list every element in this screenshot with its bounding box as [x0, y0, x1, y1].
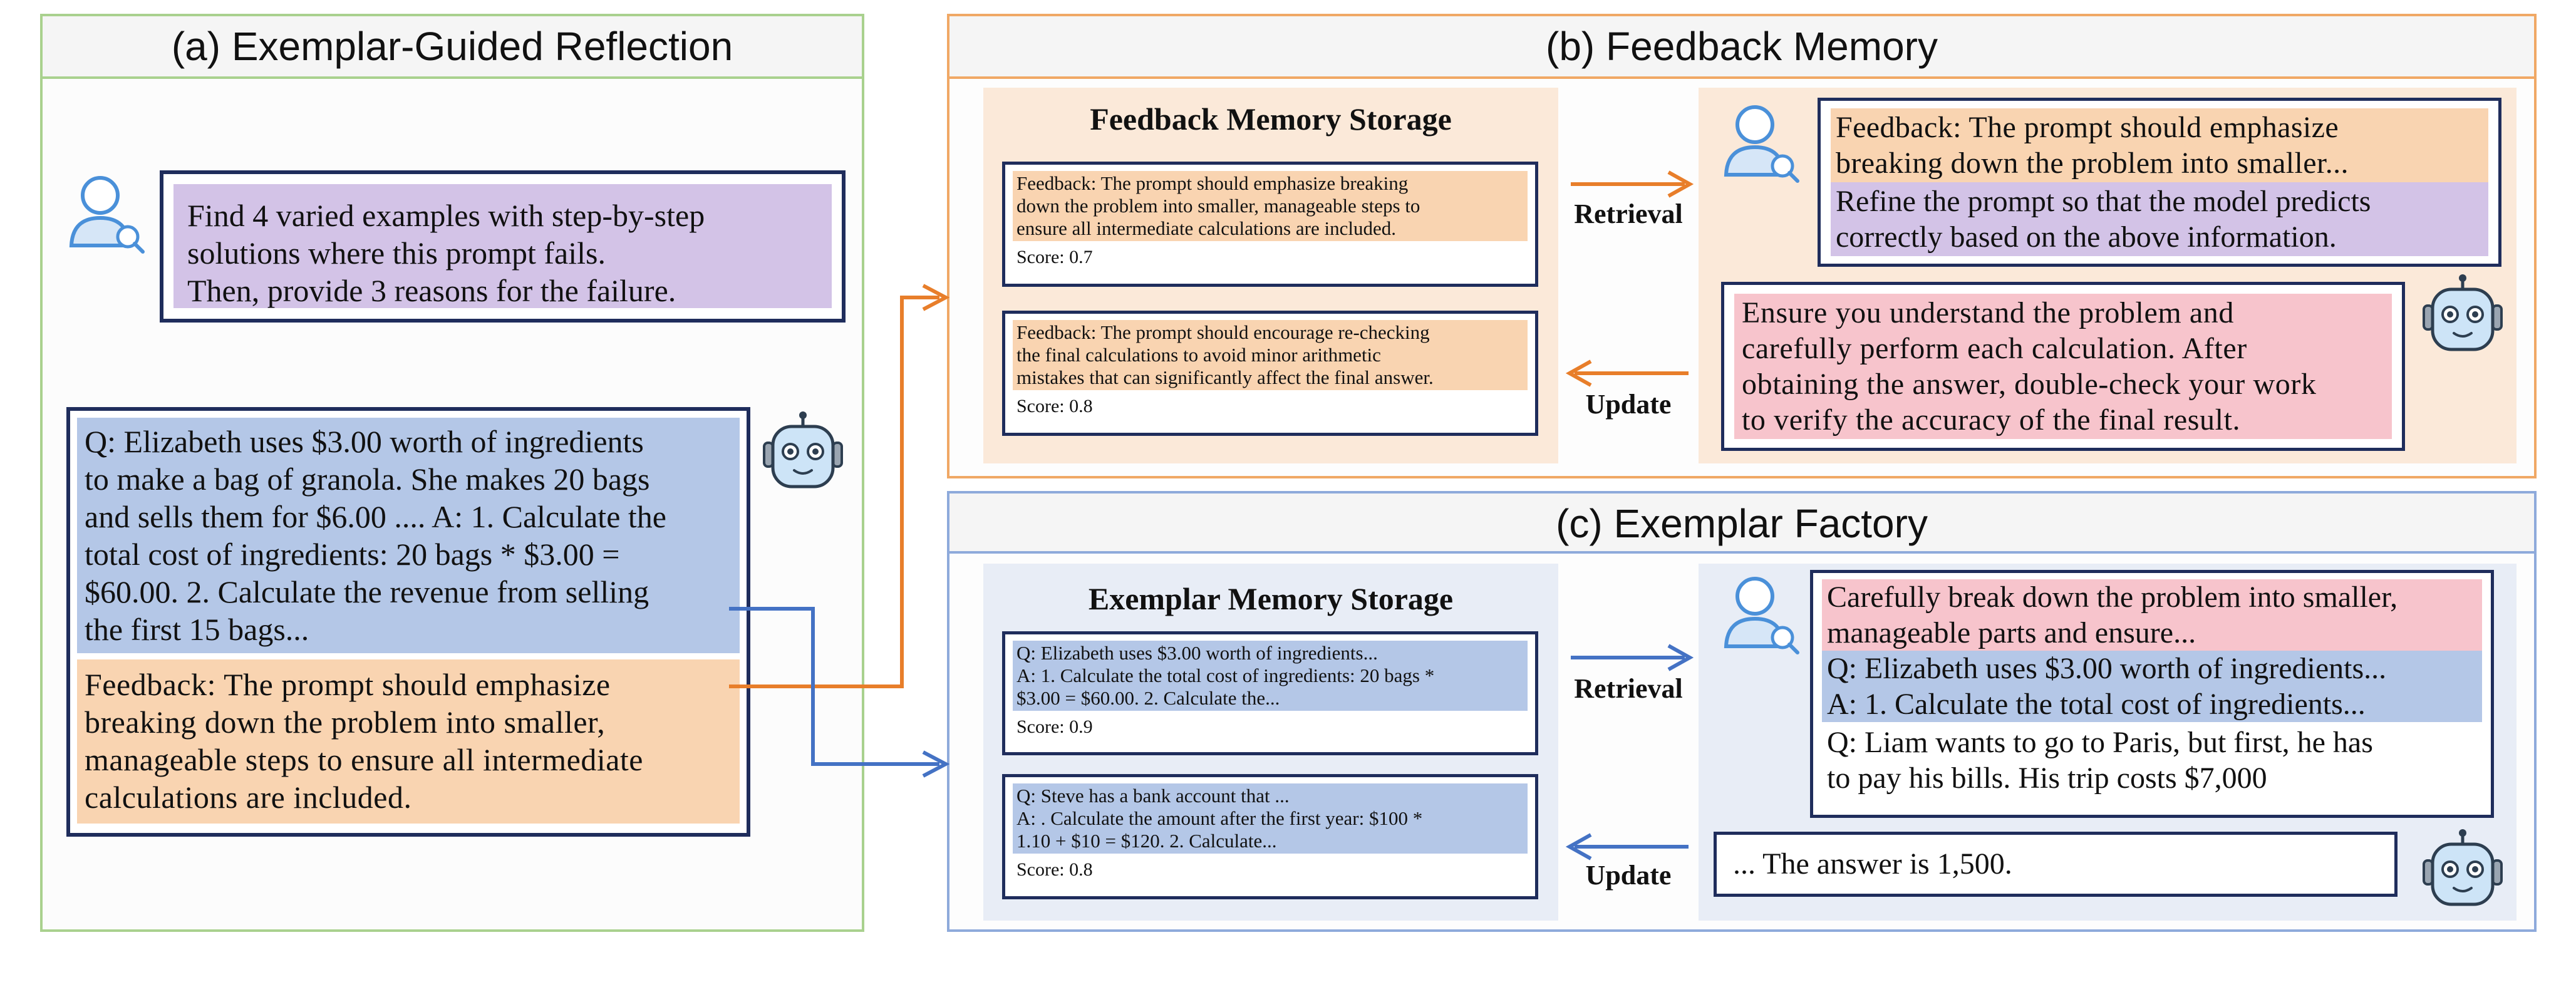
instruction-line: Find 4 varied examples with step-by-step [187, 198, 705, 233]
exemplar-retrieval-label: Retrieval [1574, 673, 1683, 704]
instruction-line: Then, provide 3 reasons for the failure. [187, 273, 676, 308]
card-line: Feedback: The prompt should emphasize br… [1016, 172, 1409, 194]
panel-c-titlebar: (c) Exemplar Factory [949, 493, 2534, 554]
query-line: correctly based on the above information… [1836, 220, 2337, 254]
qa-text: Q: Elizabeth uses $3.00 worth of ingredi… [77, 418, 740, 653]
robot-icon [2419, 828, 2506, 916]
card-line: mistakes that can significantly affect t… [1016, 366, 1434, 388]
feedback-query-box: Feedback: The prompt should emphasize br… [1818, 98, 2501, 267]
feedback-retrieval-label: Retrieval [1574, 199, 1683, 229]
exemplar-update-label: Update [1585, 860, 1672, 891]
exemplar-card-1-text: Q: Elizabeth uses $3.00 worth of ingredi… [1013, 641, 1528, 711]
feedback-card-2-score: Score: 0.8 [1016, 396, 1093, 416]
user-search-icon [1717, 97, 1805, 185]
feedback-card-1-score: Score: 0.7 [1016, 247, 1093, 267]
panel-a-title: (a) Exemplar-Guided Reflection [171, 24, 733, 69]
panel-c-title: (c) Exemplar Factory [1556, 501, 1928, 546]
query-line: A: 1. Calculate the total cost of ingred… [1827, 688, 2366, 721]
qa-line: total cost of ingredients: 20 bags * $3.… [85, 537, 620, 572]
query-line: Q: Liam wants to go to Paris, but first,… [1827, 726, 2373, 759]
feedback-query-feedback: Feedback: The prompt should emphasize br… [1831, 108, 2488, 182]
card-line: Feedback: The prompt should encourage re… [1016, 321, 1430, 343]
instruction-text: Find 4 varied examples with step-by-step… [173, 184, 832, 308]
instruction-box: Find 4 varied examples with step-by-step… [160, 170, 846, 323]
exemplar-response-box: ... The answer is 1,500. [1714, 832, 2398, 897]
feedback-response-text: Ensure you understand the problem and ca… [1734, 294, 2392, 439]
exemplar-storage-title: Exemplar Memory Storage [1088, 581, 1454, 616]
qa-line: to make a bag of granola. She makes 20 b… [85, 462, 650, 497]
query-line: breaking down the problem into smaller..… [1836, 147, 2349, 180]
qa-line: Q: Elizabeth uses $3.00 worth of ingredi… [85, 424, 644, 459]
feedback-line: manageable steps to ensure all intermedi… [85, 742, 643, 777]
exemplar-card-1: Q: Elizabeth uses $3.00 worth of ingredi… [1002, 631, 1538, 755]
qa-feedback-box: Q: Elizabeth uses $3.00 worth of ingredi… [66, 407, 750, 837]
user-search-icon [63, 168, 150, 256]
exemplar-response-text: ... The answer is 1,500. [1733, 847, 2012, 881]
exemplar-card-2-text: Q: Steve has a bank account that ... A: … [1013, 783, 1528, 854]
user-search-icon [1717, 569, 1805, 656]
qa-line: and sells them for $6.00 .... A: 1. Calc… [85, 499, 666, 534]
robot-icon [2419, 273, 2506, 361]
card-line: A: 1. Calculate the total cost of ingred… [1016, 664, 1435, 686]
feedback-line: Feedback: The prompt should emphasize [85, 667, 611, 702]
card-line: Q: Elizabeth uses $3.00 worth of ingredi… [1016, 642, 1378, 664]
query-line: Q: Elizabeth uses $3.00 worth of ingredi… [1827, 652, 2387, 685]
card-line: 1.10 + $10 = $120. 2. Calculate... [1016, 830, 1277, 852]
instruction-line: solutions where this prompt fails. [187, 235, 606, 271]
qa-line: $60.00. 2. Calculate the revenue from se… [85, 574, 649, 609]
feedback-line: breaking down the problem into smaller, [85, 705, 606, 740]
card-line: ensure all intermediate calculations are… [1016, 217, 1396, 239]
exemplar-card-2-score: Score: 0.8 [1016, 859, 1093, 880]
query-line: to pay his bills. His trip costs $7,000 [1827, 762, 2267, 795]
exemplar-query-new: Q: Liam wants to go to Paris, but first,… [1822, 722, 2482, 798]
feedback-card-1: Feedback: The prompt should emphasize br… [1002, 162, 1538, 287]
feedback-card-2: Feedback: The prompt should encourage re… [1002, 311, 1538, 436]
query-line: Feedback: The prompt should emphasize [1836, 111, 2339, 144]
exemplar-query-box: Carefully break down the problem into sm… [1810, 570, 2494, 818]
panel-b-titlebar: (b) Feedback Memory [949, 16, 2534, 79]
card-line: down the problem into smaller, manageabl… [1016, 195, 1420, 217]
feedback-query-refine: Refine the prompt so that the model pred… [1831, 182, 2488, 256]
feedback-response-box: Ensure you understand the problem and ca… [1721, 282, 2405, 451]
feedback-storage-title: Feedback Memory Storage [1090, 101, 1452, 137]
exemplar-card-1-score: Score: 0.9 [1016, 716, 1093, 737]
response-line: to verify the accuracy of the final resu… [1742, 403, 2241, 437]
query-line: Carefully break down the problem into sm… [1827, 581, 2398, 614]
feedback-line: calculations are included. [85, 780, 412, 815]
query-line: manageable parts and ensure... [1827, 616, 2196, 649]
card-line: Q: Steve has a bank account that ... [1016, 785, 1290, 807]
exemplar-query-prompt: Carefully break down the problem into sm… [1822, 579, 2482, 651]
robot-icon [759, 410, 847, 498]
feedback-text: Feedback: The prompt should emphasize br… [77, 659, 740, 824]
feedback-card-1-text: Feedback: The prompt should emphasize br… [1013, 171, 1528, 241]
response-line: obtaining the answer, double-check your … [1742, 368, 2317, 401]
feedback-update-label: Update [1585, 389, 1672, 420]
card-line: $3.00 = $60.00. 2. Calculate the... [1016, 687, 1280, 709]
exemplar-query-exemplar: Q: Elizabeth uses $3.00 worth of ingredi… [1822, 651, 2482, 722]
exemplar-card-2: Q: Steve has a bank account that ... A: … [1002, 774, 1538, 899]
panel-b-title: (b) Feedback Memory [1546, 24, 1938, 69]
response-line: Ensure you understand the problem and [1742, 296, 2235, 329]
panel-a-titlebar: (a) Exemplar-Guided Reflection [43, 16, 862, 79]
response-line: carefully perform each calculation. Afte… [1742, 332, 2247, 365]
query-line: Refine the prompt so that the model pred… [1836, 185, 2371, 218]
card-line: the final calculations to avoid minor ar… [1016, 344, 1381, 366]
card-line: A: . Calculate the amount after the firs… [1016, 807, 1423, 829]
feedback-card-2-text: Feedback: The prompt should encourage re… [1013, 320, 1528, 390]
qa-line: the first 15 bags... [85, 612, 309, 647]
